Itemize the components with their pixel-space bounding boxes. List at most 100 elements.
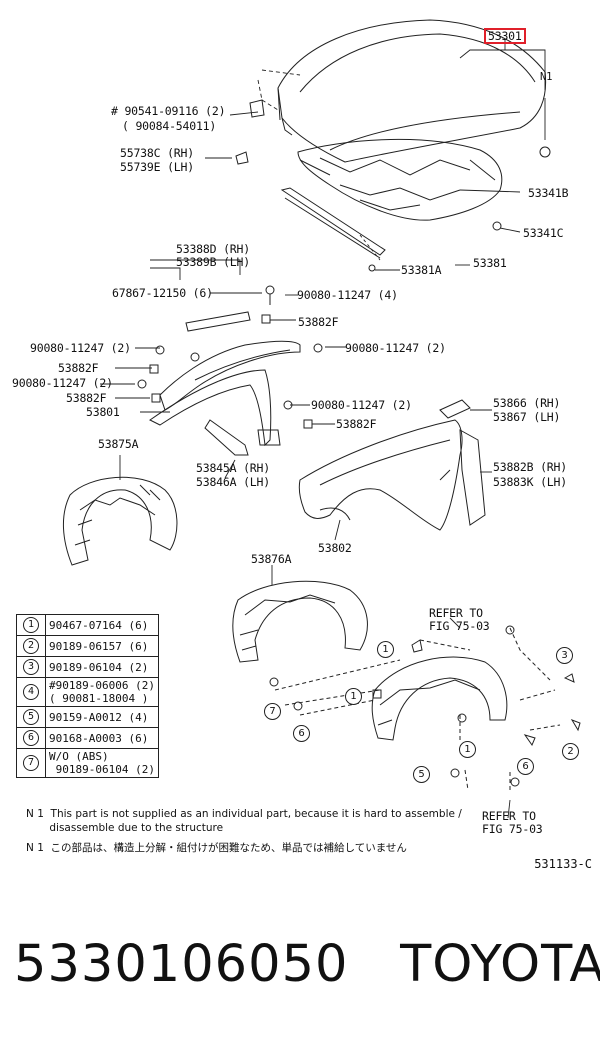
note-jp: N 1 この部品は、構造上分解・組付けが困難なため、単品では補給していません [26,842,407,854]
label-53882b: 53882B (RH) [493,460,567,474]
legend-part-cell: 90168-A0003 (6) [45,727,159,749]
legend-part-cell: 90189-06157 (6) [45,635,159,657]
note-en-line1: N 1 This part is not supplied as an indi… [26,808,462,820]
label-90080-c: 90080-11247 (2) [12,376,113,390]
legend-part-number: W/O (ABS) [49,750,109,763]
label-53882f-d: 53882F [336,417,377,431]
label-refer-top-a: REFER TO [429,606,483,620]
callout-1-a: 1 [377,641,394,658]
callout-6-b: 6 [517,758,534,775]
label-53801: 53801 [86,405,120,419]
legend-part-cell: 90159-A0012 (4) [45,706,159,728]
callout-5: 5 [413,766,430,783]
reference-dashes [274,627,561,791]
label-53388d: 53388D (RH) [176,242,250,256]
legend-number-cell: 3 [16,656,46,678]
fender-bracket [439,399,486,526]
hood-panel [277,19,547,163]
legend-part-cell: #90189-06006 (2)( 90081-18004 ) [45,677,159,707]
callout-2: 2 [562,743,579,760]
footer-brand: TOYOTA [400,935,600,994]
fender-liner-right [371,656,508,741]
label-53882f-a: 53882F [298,315,339,329]
label-55738c: 55738C (RH) [120,146,194,160]
hood-inner-panel [297,138,503,221]
fender-liner-mid [232,580,368,663]
label-53867: 53867 (LH) [493,410,561,424]
label-53802: 53802 [318,541,352,555]
label-90080-d: 90080-11247 (2) [311,398,412,412]
legend-row: 5 90159-A0012 (4) [16,706,159,728]
label-53866: 53866 (RH) [493,396,561,410]
legend-row: 6 90168-A0003 (6) [16,727,159,749]
legend-number-cell: 1 [16,614,46,636]
legend-number: 7 [23,755,39,771]
callout-6-a: 6 [293,725,310,742]
label-refer-top-b: FIG 75-03 [429,619,490,633]
note-en-line2: disassemble due to the structure [26,822,224,834]
label-refer-bottom-a: REFER TO [482,809,536,823]
legend-number-cell: 4 [16,677,46,707]
legend-number: 2 [23,638,39,654]
legend-part-number: #90189-06006 (2) [49,679,155,692]
legend-row: 2 90189-06157 (6) [16,635,159,657]
callout-1-c: 1 [459,741,476,758]
fastener-legend-table: 1 90467-07164 (6) 2 90189-06157 (6) 3 90189-0… [16,614,159,778]
front-fender [298,419,463,531]
label-53883k: 53883K (LH) [493,475,567,489]
legend-number-cell: 7 [16,748,46,778]
label-90080-b: 90080-11247 (2) [345,341,446,355]
label-53882f-b: 53882F [58,361,99,375]
fasteners [235,99,581,787]
legend-number: 6 [23,730,39,746]
fender-rail-assembly [137,285,323,456]
legend-number-cell: 6 [16,727,46,749]
diagram-code: 531133-C [534,857,592,871]
label-53875a: 53875A [98,437,139,451]
label-55739e: 55739E (LH) [120,160,194,174]
legend-number: 3 [23,659,39,675]
legend-row: 7 W/O (ABS) 90189-06104 (2) [16,748,159,778]
footer-part-number: 5330106050 [14,935,349,994]
label-53389b: 53389B (LH) [176,255,250,269]
legend-row: 3 90189-06104 (2) [16,656,159,678]
label-53341c: 53341C [523,226,564,240]
legend-part-number: 90159-A0012 (4) [49,710,149,724]
label-90084: ( 90084-54011) [122,119,217,133]
label-90080-4: 90080-11247 (4) [297,288,398,302]
label-90541: # 90541-09116 (2) [111,104,226,118]
title-part-label: 53301 [484,28,526,44]
legend-number: 4 [23,684,39,700]
legend-part-cell: 90189-06104 (2) [45,656,159,678]
label-53876a: 53876A [251,552,292,566]
legend-part-number: 90168-A0003 (6) [49,731,149,745]
legend-number-cell: 5 [16,706,46,728]
label-53341b: 53341B [528,186,569,200]
legend-number: 5 [23,709,39,725]
legend-part-number: 90189-06104 (2) [49,660,149,674]
label-53381: 53381 [473,256,507,270]
label-refer-bottom-b: FIG 75-03 [482,822,543,836]
n1-flag: N1 [540,71,553,83]
legend-row: 1 90467-07164 (6) [16,614,159,636]
legend-number: 1 [23,617,39,633]
label-53846a: 53846A (LH) [196,475,270,489]
label-53882f-c: 53882F [66,391,107,405]
leader-lines [100,40,546,819]
callout-1-b: 1 [345,688,362,705]
legend-number-cell: 2 [16,635,46,657]
legend-part-cell: W/O (ABS) 90189-06104 (2) [45,748,159,778]
footer-caption: 5330106050 TOYOTA [14,935,600,994]
label-90080-a: 90080-11247 (2) [30,341,131,355]
label-53381a: 53381A [401,263,442,277]
callout-3: 3 [556,647,573,664]
legend-row: 4 #90189-06006 (2)( 90081-18004 ) [16,677,159,707]
legend-part-cell: 90467-07164 (6) [45,614,159,636]
legend-part-number: 90467-07164 (6) [49,618,149,632]
legend-part-number: 90189-06104 (2) [49,763,155,776]
label-67867: 67867-12150 (6) [112,286,213,300]
callout-7: 7 [264,703,281,720]
fender-liner-left [62,476,178,566]
